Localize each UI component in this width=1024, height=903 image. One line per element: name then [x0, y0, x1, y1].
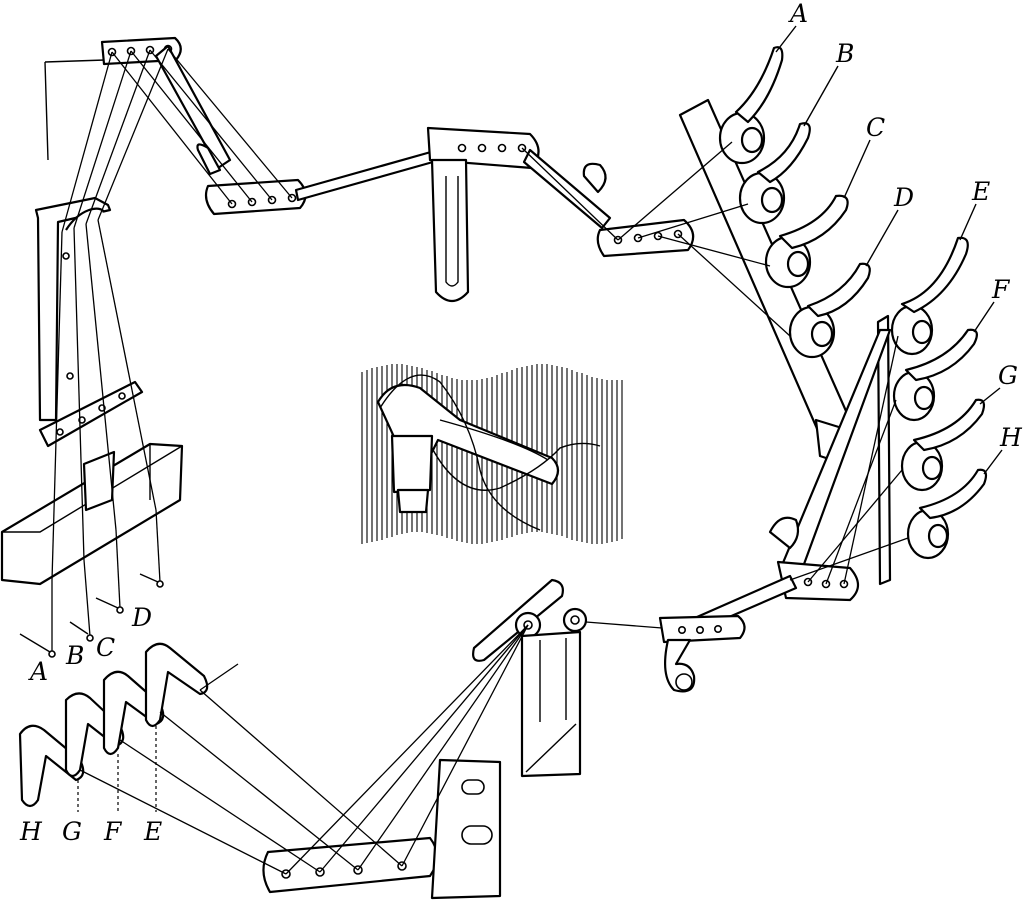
upper-links — [154, 44, 695, 303]
label-right-a: A — [788, 0, 808, 28]
connecting-wires — [51, 48, 909, 875]
labels-left-lower: H G F E — [19, 817, 162, 846]
label-right-g: G — [998, 361, 1018, 390]
right-upper-plate — [678, 98, 852, 462]
cam-g — [900, 398, 986, 492]
cam-f — [892, 328, 978, 422]
label-right-f: F — [991, 275, 1011, 304]
label-right-e: E — [971, 177, 990, 206]
label-left-d: D — [131, 603, 152, 632]
cam-a — [718, 46, 784, 165]
hook-h — [18, 724, 85, 808]
left-lower-block — [0, 442, 184, 586]
labels-left-upper: A B C D — [19, 573, 159, 686]
label-left-c: C — [96, 633, 115, 662]
inset-detail — [361, 364, 623, 544]
label-left-a: A — [28, 657, 48, 686]
cam-d — [788, 262, 871, 359]
label-left-e: E — [143, 817, 162, 846]
hook-e — [144, 642, 209, 728]
label-right-b: B — [835, 39, 854, 68]
right-bottom-linkage — [658, 516, 860, 693]
label-left-h: H — [19, 817, 43, 846]
bottom-lever-bar — [262, 758, 502, 900]
cam-h — [906, 468, 988, 560]
label-right-d: D — [893, 183, 914, 212]
label-left-f: F — [103, 817, 123, 846]
left-lower-hooks — [18, 642, 209, 812]
center-pulley-assembly — [472, 578, 663, 778]
cam-b — [738, 122, 811, 225]
right-upper-cams — [718, 46, 871, 359]
label-right-c: C — [866, 113, 885, 142]
cam-c — [764, 194, 849, 289]
cam-e — [890, 236, 969, 356]
label-left-b: B — [65, 641, 84, 670]
left-needle-rods — [48, 509, 164, 658]
labels-right: A B C D E F G H — [775, 0, 1023, 475]
hook-f — [102, 670, 165, 756]
label-right-h: H — [999, 423, 1023, 452]
label-left-g: G — [62, 817, 82, 846]
right-lower-cams — [890, 236, 988, 560]
